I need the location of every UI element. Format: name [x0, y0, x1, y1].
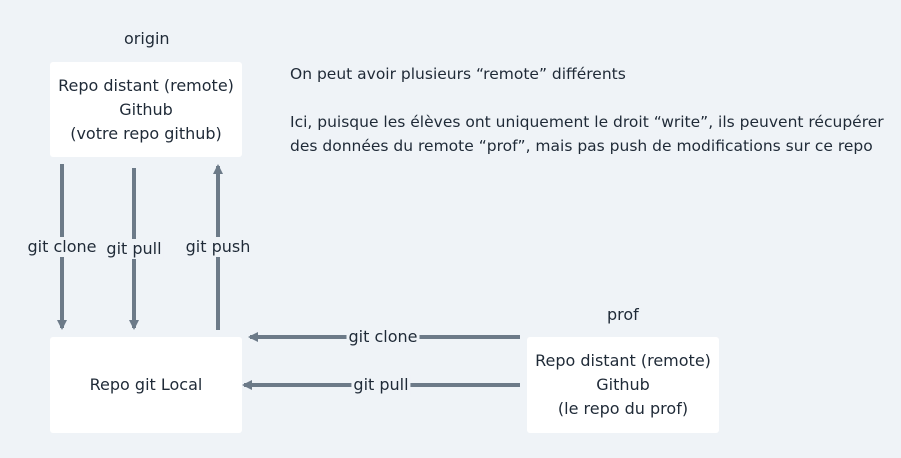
- note-permissions-line-1: Ici, puisque les élèves ont uniquement l…: [290, 113, 884, 131]
- local-box-label: Repo git Local: [89, 375, 203, 394]
- git-push-label: git push: [183, 237, 253, 257]
- prof-repo-box: Repo distant (remote) Github (le repo du…: [527, 337, 719, 433]
- note-remotes: On peut avoir plusieurs “remote” différe…: [290, 65, 626, 83]
- prof-git-clone-label: git clone: [346, 327, 420, 347]
- prof-box-line-1: Repo distant (remote): [535, 351, 711, 370]
- local-repo-box: Repo git Local: [50, 337, 242, 433]
- prof-box-line-2: Github: [596, 375, 650, 394]
- git-clone-label: git clone: [25, 237, 99, 257]
- origin-repo-box: Repo distant (remote) Github (votre repo…: [50, 62, 242, 157]
- note-permissions-line-2: des données du remote “prof”, mais pas p…: [290, 137, 873, 155]
- prof-git-pull-label: git pull: [351, 375, 411, 395]
- origin-box-line-2: Github: [119, 99, 173, 119]
- origin-box-line-1: Repo distant (remote): [58, 75, 234, 95]
- prof-title: prof: [607, 305, 639, 324]
- prof-box-line-3: (le repo du prof): [557, 399, 689, 418]
- origin-title: origin: [124, 29, 170, 48]
- origin-box-line-3: (votre repo github): [70, 123, 222, 143]
- git-pull-label: git pull: [104, 239, 164, 259]
